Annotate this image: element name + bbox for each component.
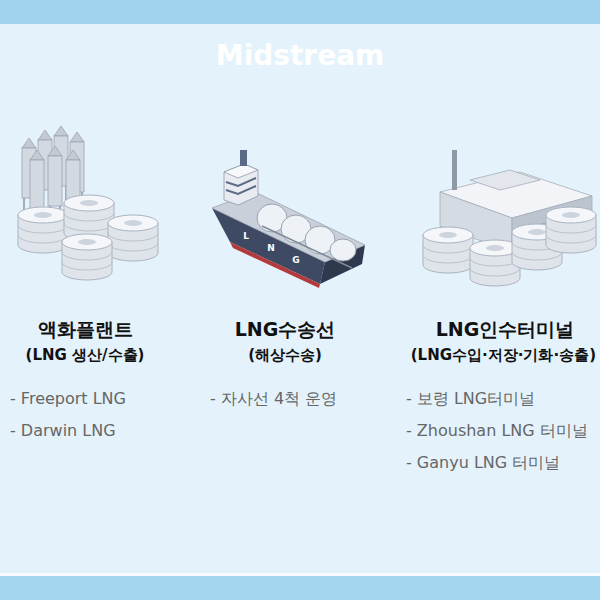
list-item: - Darwin LNG [10,421,116,440]
top-strip [0,0,600,24]
list-item: - Freeport LNG [10,389,126,408]
hull-letter: N [267,243,275,254]
column-subheading: (해상수송) [248,346,322,364]
hull-letter: L [243,231,249,242]
list-item: - Ganyu LNG 터미널 [406,453,560,472]
column-subheading: (LNG수입·저장·기화·송출) [411,346,596,364]
lng-terminal-illustration [423,150,596,286]
hull-letter: G [292,255,299,266]
column-heading: LNG인수터미널 [436,318,575,341]
column-subheading: (LNG 생산/수출) [26,346,145,364]
list-item: - 보령 LNG터미널 [406,389,535,408]
lng-carrier-illustration [212,150,365,288]
bottom-strip [0,576,600,600]
section-title: Midstream [0,24,600,88]
liquefaction-plant-illustration [18,126,158,280]
bottom-line [0,573,600,576]
column-heading: 액화플랜트 [38,318,133,341]
list-item: - 자사선 4척 운영 [210,389,337,408]
list-item: - Zhoushan LNG 터미널 [406,421,588,440]
column-heading: LNG수송선 [235,318,336,341]
